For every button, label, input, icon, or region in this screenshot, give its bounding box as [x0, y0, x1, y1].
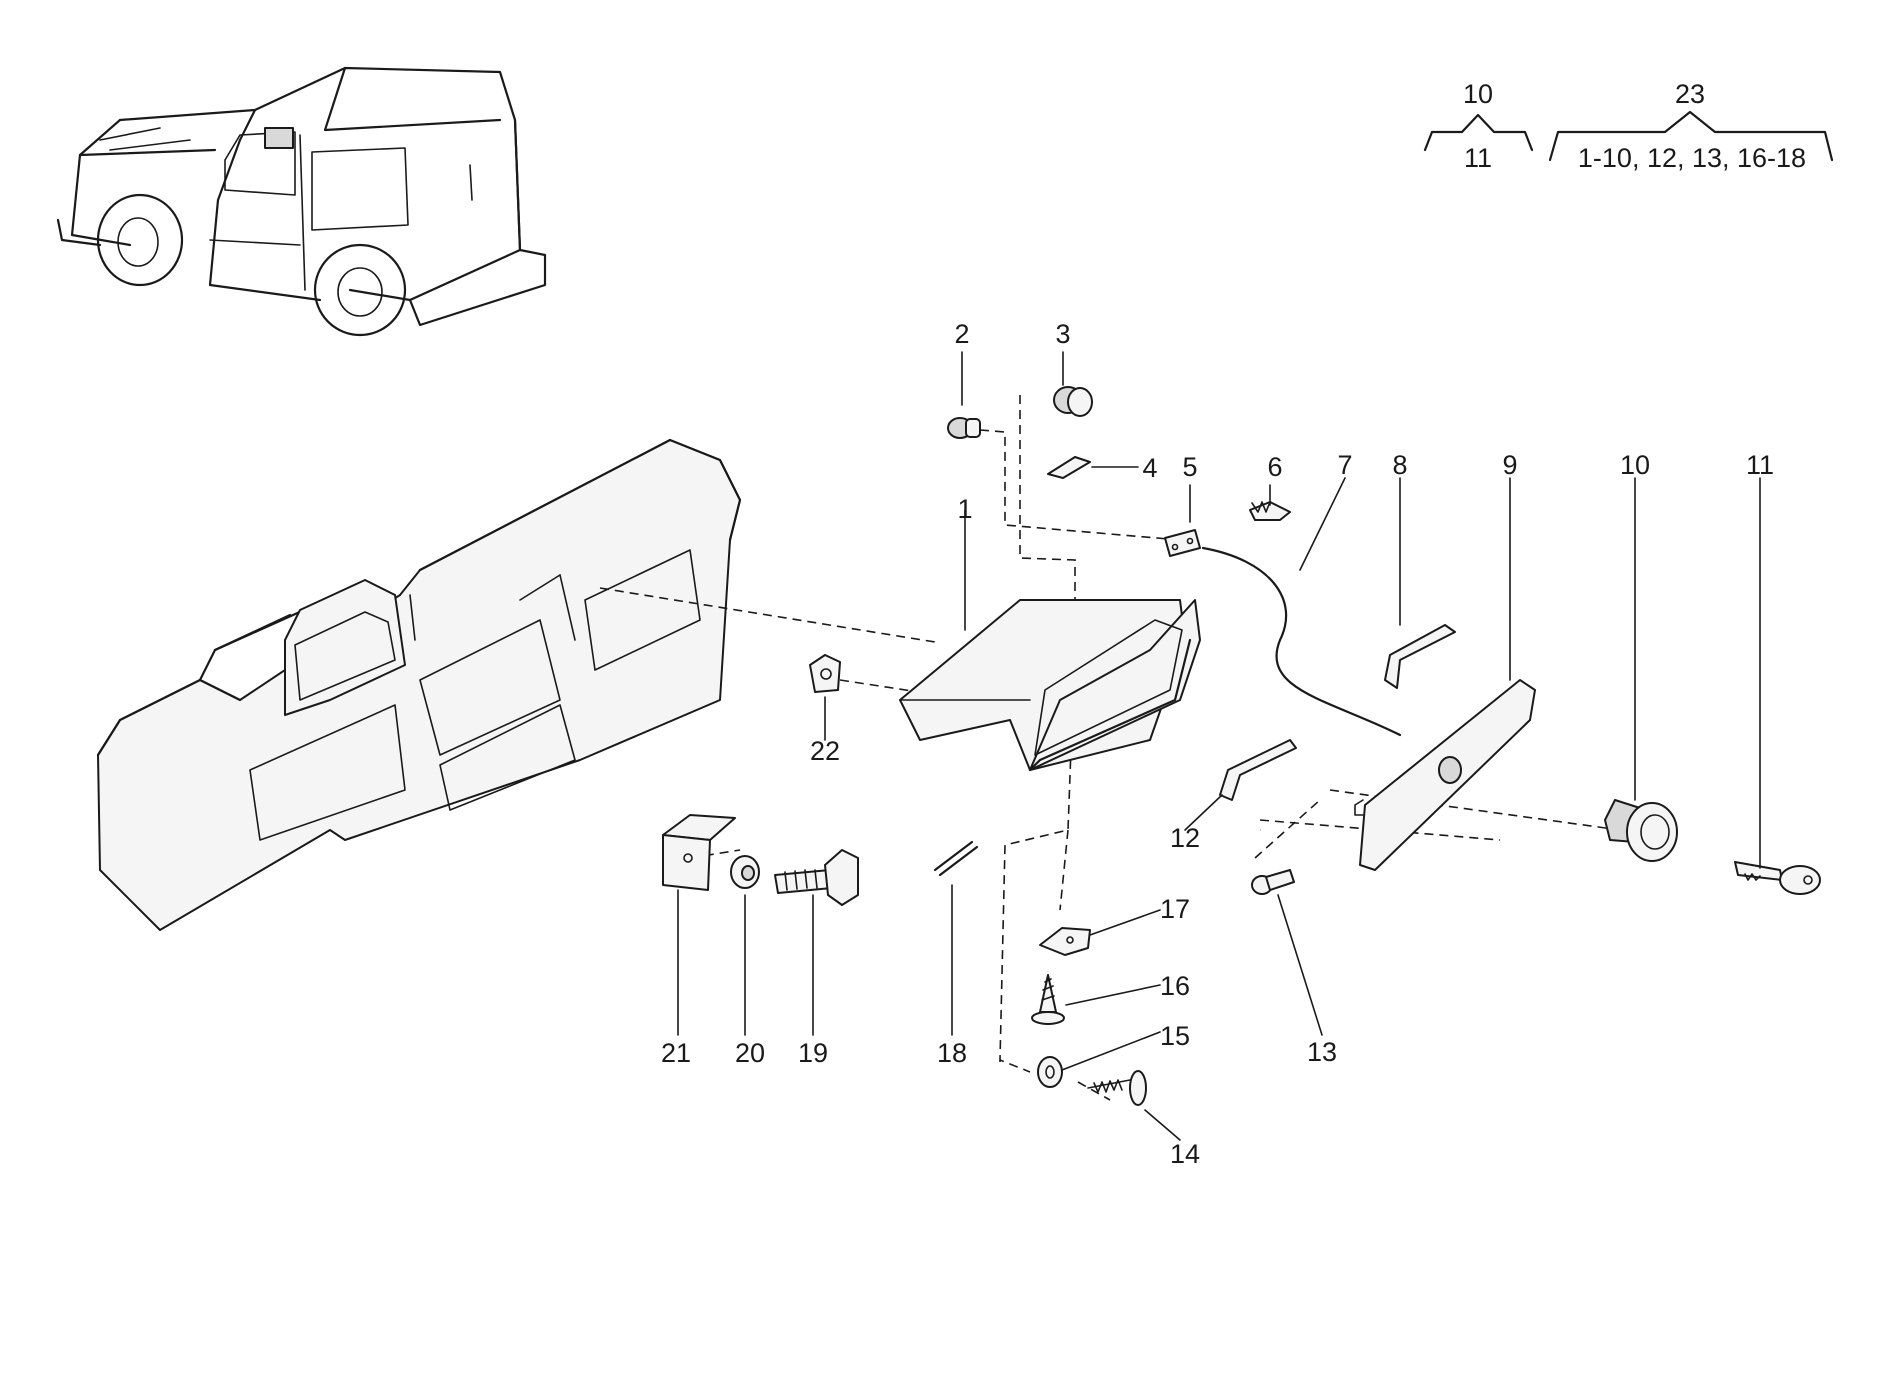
part-5-bracket: [1164, 529, 1201, 557]
part-10-lock-cylinder: [1604, 799, 1678, 862]
leader-lines: [677, 351, 1761, 1141]
callout-20: 20: [735, 1038, 765, 1068]
callout-11: 11: [1746, 450, 1774, 480]
group-23-bottom-label: 1-10, 12, 13, 16-18: [1578, 143, 1806, 173]
callout-4: 4: [1142, 453, 1157, 483]
part-21-angle-bracket: [662, 814, 736, 891]
callout-22: 22: [810, 736, 840, 766]
callout-13: 13: [1307, 1037, 1337, 1067]
group-bracket-23: 23 1-10, 12, 13, 16-18: [1548, 79, 1834, 173]
callout-19: 19: [798, 1038, 828, 1068]
callout-14: 14: [1170, 1139, 1200, 1169]
part-6-clip: [1249, 501, 1291, 521]
group-10-bottom-label: 11: [1464, 143, 1492, 173]
callout-16: 16: [1160, 971, 1190, 1001]
part-9-glovebox-lid: [1354, 679, 1536, 871]
callout-labels: 2 3 4 5 6 7 8 9 10 11 1 22 12 17 16 15 1…: [661, 319, 1774, 1169]
part-11-key: [1734, 861, 1821, 895]
part-18-pin: [933, 840, 979, 877]
part-19-bolt: [774, 849, 859, 906]
part-15-washer: [1037, 1056, 1063, 1088]
callout-18: 18: [937, 1038, 967, 1068]
callout-2: 2: [954, 319, 969, 349]
callout-15: 15: [1160, 1021, 1190, 1051]
group-23-top-label: 23: [1675, 79, 1705, 109]
part-13-bolt: [1251, 869, 1295, 895]
callout-3: 3: [1055, 319, 1070, 349]
part-14-screw: [1087, 1070, 1147, 1106]
callout-21: 21: [661, 1038, 691, 1068]
part-4-plate: [1047, 456, 1091, 479]
part-2-plug: [947, 417, 981, 439]
part-3-grommet: [1053, 386, 1093, 417]
dashboard-illustration: [96, 438, 742, 931]
part-7-cable: [1201, 546, 1402, 737]
callout-17: 17: [1160, 894, 1190, 924]
callout-6: 6: [1267, 452, 1282, 482]
part-16-tapping-screw: [1031, 974, 1065, 1025]
part-8-strap: [1384, 624, 1456, 689]
part-12-strap: [1219, 739, 1297, 801]
part-17-nut-plate: [1039, 927, 1091, 956]
callout-5: 5: [1182, 452, 1197, 482]
vehicle-illustration: [56, 66, 547, 337]
callout-8: 8: [1392, 450, 1407, 480]
group-bracket-10: 10 11: [1423, 79, 1534, 173]
callout-10: 10: [1620, 450, 1650, 480]
part-20-washer: [730, 855, 760, 889]
group-10-top-label: 10: [1463, 79, 1493, 109]
callout-1: 1: [957, 494, 972, 524]
callout-12: 12: [1170, 823, 1200, 853]
callout-9: 9: [1502, 450, 1517, 480]
callout-7: 7: [1337, 450, 1352, 480]
part-22-clip: [809, 654, 841, 693]
part-1-glove-box: [899, 599, 1201, 772]
